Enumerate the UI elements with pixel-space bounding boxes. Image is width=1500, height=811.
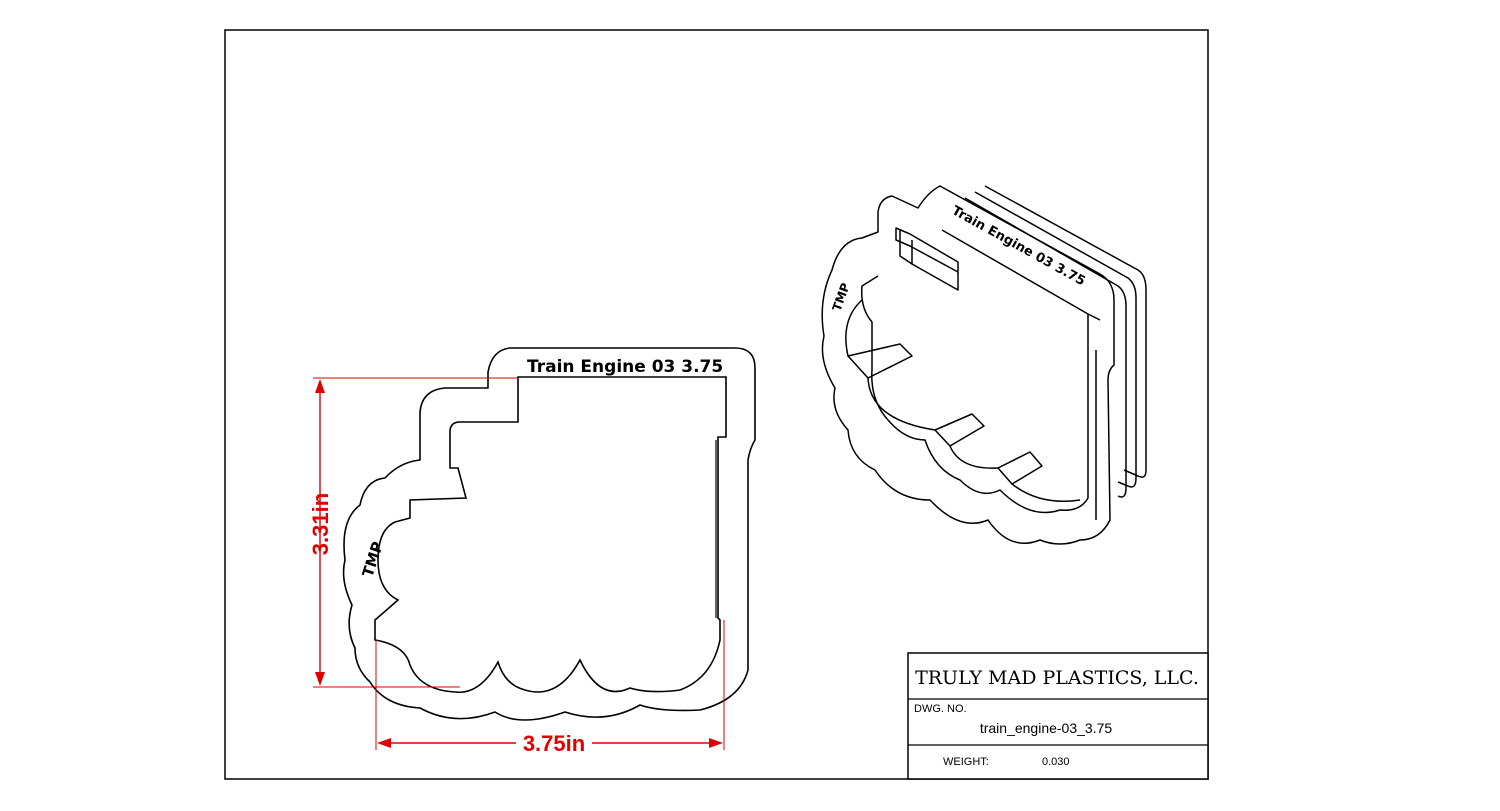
dimension-height: 3.31in xyxy=(308,377,518,688)
cutter-outline xyxy=(374,376,727,693)
arrow-left xyxy=(377,738,391,748)
company-name: TRULY MAD PLASTICS, LLC. xyxy=(915,667,1199,689)
iso-scallop-top xyxy=(845,299,863,357)
iso-scallop-3 xyxy=(1011,483,1081,503)
iso-cab-floor xyxy=(911,263,959,291)
height-label: 3.31in xyxy=(308,493,333,555)
iso-back-plate-2 xyxy=(974,191,1137,488)
engraving-text: Train Engine 03 3.75 xyxy=(527,357,723,377)
iso-ledge-1 xyxy=(847,343,913,379)
iso-tmp-logo: TMP xyxy=(830,281,853,313)
arrow-right xyxy=(709,738,723,748)
dwg-no-value: train_engine-03_3.75 xyxy=(980,720,1113,736)
iso-back-plate-3 xyxy=(964,197,1127,498)
iso-flange-outline xyxy=(821,185,1115,545)
iso-scallop-1 xyxy=(867,377,936,431)
width-label-backing xyxy=(516,731,592,755)
arrow-down xyxy=(315,672,325,686)
arrow-up xyxy=(315,379,325,393)
weight-value: 0.030 xyxy=(1042,756,1070,768)
iso-ledge-3 xyxy=(997,451,1043,485)
iso-ledge-2 xyxy=(934,413,985,447)
iso-scallop-2 xyxy=(949,445,999,469)
title-block: TRULY MAD PLASTICS, LLC. DWG. NO. train_… xyxy=(907,652,1209,780)
isometric-view xyxy=(821,185,1147,545)
sheet-border xyxy=(224,29,1209,780)
iso-cab-wall xyxy=(899,230,913,265)
width-label: 3.75in xyxy=(523,731,585,756)
weight-label: WEIGHT: xyxy=(943,756,989,768)
tmp-logo: TMP xyxy=(359,539,387,579)
dwg-no-label: DWG. NO. xyxy=(914,703,967,715)
title-block-frame xyxy=(907,652,1209,780)
front-view: Train Engine 03 3.75 TMP xyxy=(342,347,756,721)
iso-cutter-edge xyxy=(860,229,1089,514)
iso-back-plate xyxy=(984,185,1147,478)
iso-wall-top xyxy=(1087,313,1101,321)
flange-outline xyxy=(342,347,756,721)
dimension-width: 3.75in xyxy=(375,620,725,756)
